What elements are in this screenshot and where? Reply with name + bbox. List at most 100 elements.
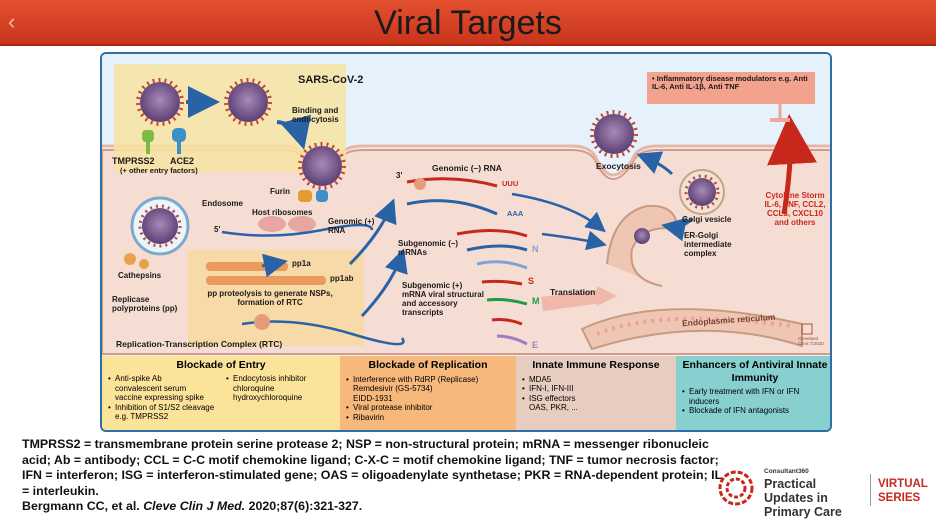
genomic-pos-label: Genomic (+) RNA — [328, 217, 375, 235]
list-subitem: e.g. TMPRSS2 — [115, 412, 169, 422]
rtc-label: Replication-Transcription Complex (RTC) — [116, 339, 283, 349]
s-protein-label: S — [528, 276, 535, 286]
list-subitem: hydroxychloroquine — [233, 393, 303, 403]
genomic-neg-label: Genomic (–) RNA — [432, 163, 502, 173]
list-item: IFN-I, IFN-III — [522, 384, 670, 394]
cleveland-clinic-logo-icon — [801, 323, 813, 335]
list-subitem: OAS, PKR, ... — [529, 403, 578, 413]
viral-targets-figure: SARS-CoV-2 Binding and endocytosis TMPRS… — [100, 52, 832, 432]
pp1ab-label: pp1ab — [330, 274, 354, 283]
abbreviations-footnote: TMPRSS2 = transmembrane protein serine p… — [22, 437, 722, 498]
virus-particle-binding — [298, 142, 346, 190]
uuu-marker: UUU — [502, 179, 519, 188]
list-item: ISG effectors — [522, 394, 670, 404]
list-item: Early treatment with IFN or IFN inducers — [682, 387, 828, 406]
list-subitem: Remdesivir (GS-5734) — [353, 384, 433, 394]
subgenomic-neg-rna-1 — [456, 228, 528, 238]
list-item: Inhibition of S1/S2 cleavage — [108, 403, 224, 413]
citation: Bergmann CC, et al. Cleve Clin J Med. 20… — [22, 499, 362, 513]
panel-enhancers-innate-immunity: Enhancers of Antiviral Innate Immunity E… — [676, 356, 830, 430]
virus-particle-exocytosis — [590, 110, 638, 158]
cathepsin-2 — [139, 259, 149, 269]
ace2-receptor — [172, 128, 186, 154]
citation-journal: Cleve Clin J Med. — [143, 499, 246, 513]
rna-end-5-marker: 5' — [214, 225, 221, 234]
cathepsins-label: Cathepsins — [118, 271, 162, 280]
exocytosis-label: Exocytosis — [596, 161, 641, 171]
list-item: Blockade of IFN antagonists — [682, 406, 828, 416]
rna-end-3-marker: 3' — [396, 171, 403, 180]
list-subitem: EIDD-1931 — [353, 393, 393, 403]
golgi-label: Golgi vesicle — [682, 215, 732, 224]
inflammatory-box — [647, 72, 815, 104]
host-ribosomes-label: Host ribosomes — [252, 208, 313, 217]
cleveland-clinic-mark: Cleveland Clinic ©2020 — [798, 336, 824, 347]
panel-innate-immune-response: Innate Immune Response MDA5 IFN-I, IFN-I… — [516, 356, 676, 430]
rtc-complex — [254, 314, 270, 330]
rtc-rna-strand — [241, 320, 405, 346]
replicase-label: Replicase polyproteins (pp) — [112, 295, 178, 313]
endoplasmic-reticulum — [580, 308, 803, 351]
inflammatory-label: • Inflammatory disease modulators e.g. A… — [652, 74, 808, 92]
subgenomic-neg-label: Subgenomic (–) mRNAs — [398, 239, 459, 257]
endosome-label: Endosome — [202, 199, 243, 208]
translation-arrow — [541, 289, 603, 311]
citation-rest: 2020;87(6):321-327. — [248, 499, 363, 513]
subgenomic-pos-label: Subgenomic (+) mRNA viral structural and… — [402, 281, 484, 317]
subgenomic-pos-rna-s — [481, 279, 523, 286]
subgenomic-pos-rna-e — [496, 334, 528, 346]
binding-label: Binding and endocytosis — [292, 106, 339, 124]
ace2-label: ACE2 — [170, 156, 195, 166]
e-protein-label: E — [532, 340, 539, 350]
panel-title: Innate Immune Response — [532, 359, 660, 371]
list-item: Endocytosis inhibitor — [226, 374, 336, 384]
list-subitem: vaccine expressing spike — [115, 393, 204, 403]
logo-small-text: Consultant360 — [764, 468, 809, 475]
virus-particle-1 — [136, 78, 184, 126]
logo-brand-text: Practical Updates in Primary Care — [764, 477, 842, 519]
furin-enzyme — [298, 190, 328, 202]
tmprss2-label: TMPRSS2 — [112, 156, 155, 166]
practical-updates-logo: Consultant360 Practical Updates in Prima… — [718, 468, 928, 519]
virus-particle-2 — [224, 78, 272, 126]
panel-blockade-of-replication: Blockade of Replication Interference wit… — [340, 356, 516, 430]
previous-slide-icon[interactable]: ‹ — [8, 9, 16, 34]
consultant360-logo-icon — [718, 470, 754, 506]
logo-divider — [870, 474, 871, 506]
m-protein-label: M — [532, 296, 540, 306]
host-ribosome-2 — [288, 216, 316, 232]
list-subitem: chloroquine — [233, 383, 275, 393]
list-item: Anti-spike Ab — [108, 374, 224, 384]
citation-authors: Bergmann CC, et al. — [22, 499, 140, 513]
pp-proteolysis-label: pp proteolysis to generate NSPs, formati… — [207, 289, 333, 307]
cytokine-arrow — [767, 114, 817, 215]
subgenomic-pos-rna-m — [486, 298, 528, 306]
genomic-pos-rna-strand — [221, 223, 374, 237]
list-item: Interference with RdRP (Replicase) — [346, 375, 510, 385]
panel-blockade-of-entry: Blockade of Entry Anti-spike Ab convales… — [102, 356, 340, 430]
cathepsin-1 — [124, 253, 136, 265]
host-ribosome-1 — [258, 216, 286, 232]
panel-title: Blockade of Entry — [176, 359, 266, 371]
virus-particle-endosome — [130, 196, 190, 256]
viral-lifecycle-diagram — [102, 54, 830, 355]
list-item: Ribavirin — [346, 413, 510, 423]
panel-title: Enhancers of Antiviral Innate Immunity — [682, 359, 828, 384]
cytokine-storm-label: Cytokine Storm IL-6, TNF, CCL2, CCL3, CX… — [764, 191, 826, 227]
virus-label: SARS-CoV-2 — [298, 74, 364, 86]
replication-arrow — [348, 198, 397, 266]
list-item: Viral protease inhibitor — [346, 403, 510, 413]
slide-title: Viral Targets — [374, 4, 562, 42]
pp1a-label: pp1a — [292, 259, 311, 268]
aaa-marker: AAA — [507, 209, 524, 218]
furin-label: Furin — [270, 187, 290, 196]
er-golgi-label: ER-Golgi intermediate complex — [684, 231, 732, 258]
list-subitem: convalescent serum — [115, 383, 187, 393]
panel-title: Blockade of Replication — [368, 359, 488, 371]
virus-particle-golgi — [679, 169, 725, 215]
translation-label: Translation — [550, 287, 596, 297]
list-item: MDA5 — [522, 375, 670, 385]
n-protein-label: N — [532, 244, 539, 254]
pp1ab-bar — [206, 276, 326, 285]
tmprss2-receptor — [142, 130, 154, 154]
